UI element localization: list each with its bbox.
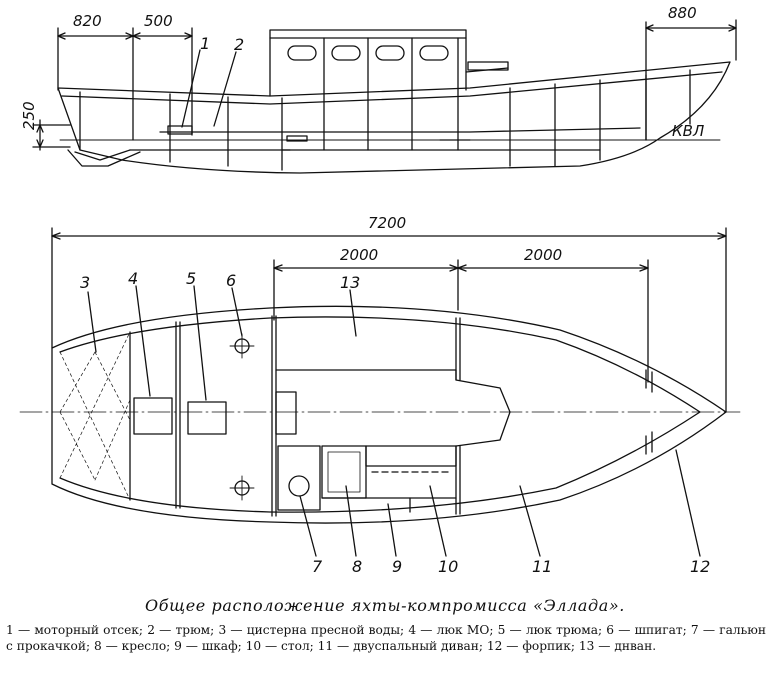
yacht-drawing: 820 500 880 250 КВЛ 1 2 7200 2000 2000 3… [19, 4, 741, 576]
callout-12: 12 [690, 557, 710, 576]
plan-view [19, 227, 741, 557]
callout-13: 13 [340, 273, 360, 292]
hull-plan-outline [51, 305, 727, 524]
callout-1: 1 [200, 34, 210, 53]
porthole [287, 45, 317, 61]
callout-2: 2 [234, 35, 244, 54]
kvl-label: КВЛ [672, 122, 704, 140]
callout-4: 4 [128, 269, 138, 288]
cabin-superstructure [269, 29, 467, 97]
dim-250: 250 [20, 101, 38, 130]
dim-2000-right: 2000 [524, 246, 562, 264]
hull-side-outline [57, 61, 731, 174]
engine-block [167, 125, 193, 135]
porthole [375, 45, 405, 61]
toilet-compartment [277, 445, 321, 511]
dim-7200: 7200 [368, 214, 406, 232]
toilet-bowl [288, 475, 310, 497]
table [365, 445, 457, 467]
callout-9: 9 [392, 557, 402, 576]
water-tank-hatching [59, 331, 131, 501]
callout-5: 5 [186, 269, 196, 288]
callout-6: 6 [226, 271, 236, 290]
dim-820: 820 [73, 12, 102, 30]
side-profile-view [32, 19, 737, 174]
callout-11: 11 [532, 557, 552, 576]
figure-legend: 1 — моторный отсек; 2 — трюм; 3 — цистер… [6, 623, 766, 653]
dim-500: 500 [144, 12, 173, 30]
dim-880: 880 [668, 4, 697, 22]
engine-hatch [133, 397, 173, 435]
porthole [331, 45, 361, 61]
callout-8: 8 [352, 557, 362, 576]
callout-3: 3 [80, 273, 90, 292]
callout-10: 10 [438, 557, 458, 576]
porthole [419, 45, 449, 61]
callout-7: 7 [312, 557, 323, 576]
armchair [321, 445, 367, 499]
dim-2000-left: 2000 [340, 246, 378, 264]
figure-caption: Общее расположение яхты-компромисса «Элл… [145, 596, 625, 615]
berth-13-outline [275, 369, 511, 447]
bilge-hatch [187, 401, 227, 435]
